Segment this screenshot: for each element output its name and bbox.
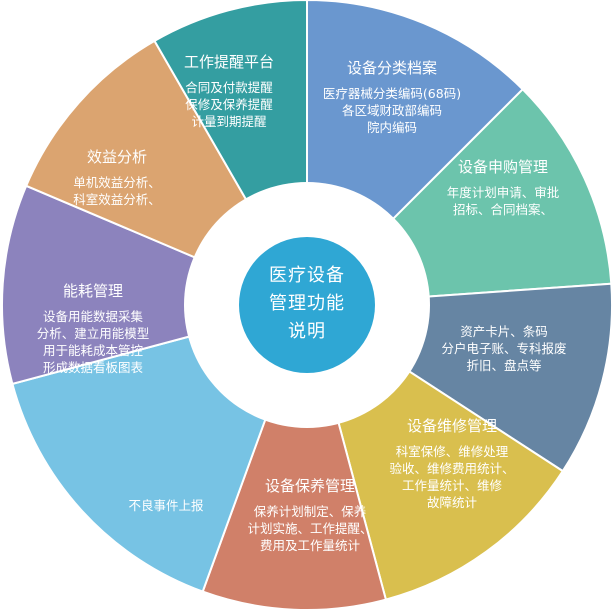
segment-9-line-3: 计量到期提醒 [191,114,267,129]
segment-5-line-2: 计划实施、工作提醒、 [247,521,372,536]
segment-4-line-3: 工作量统计、维修 [402,478,503,493]
segment-7 [1,184,311,386]
segment-1-line-1: 医疗器械分类编码(68码) [323,86,461,101]
segment-8-title: 效益分析 [87,148,147,166]
center-title-line-1: 医疗设备 [269,265,345,286]
segment-7-title: 能耗管理 [63,282,123,300]
segment-7-line-3: 用于能耗成本管控 [43,343,144,358]
center-title-line-3: 说明 [288,321,326,342]
segment-3-line-3: 折旧、盘点等 [466,358,541,373]
segment-3-line-1: 资产卡片、条码 [460,324,548,339]
segment-5-line-1: 保养计划制定、保养 [254,504,367,519]
segment-3-line-2: 分户电子账、专科报废 [441,341,566,356]
segment-4-title: 设备维修管理 [407,417,497,435]
segment-9-line-2: 保修及保养提醒 [185,97,273,112]
segment-5-title: 设备保养管理 [265,477,355,495]
segment-8-line-1: 单机效益分析、 [73,175,161,190]
segment-2-line-2: 招标、合同档案、 [453,202,553,217]
segment-8-line-2: 科室效益分析、 [73,192,161,207]
segment-7-line-2: 分析、建立用能模型 [37,326,150,341]
segment-7-line-1: 设备用能数据采集 [43,309,144,324]
segment-2-title: 设备申购管理 [458,158,548,176]
segment-6-line-1: 不良事件上报 [128,498,204,513]
segment-4-line-4: 故障统计 [427,495,477,510]
segment-4-line-2: 验收、维修费用统计、 [389,461,514,476]
segment-4-line-1: 科室保修、维修处理 [396,444,509,459]
segment-2-line-1: 年度计划申请、审批 [447,185,560,200]
segment-7-line-4: 形成数据看板图表 [43,360,144,375]
segment-1-line-2: 各区域财政部编码 [342,103,442,118]
segment-9-line-1: 合同及付款提醒 [185,80,273,95]
segment-5-line-3: 费用及工作量统计 [260,538,360,553]
center-hub [239,237,375,373]
center-title-line-2: 管理功能 [269,293,345,314]
segment-1-line-3: 院内编码 [367,120,417,135]
segment-9-title: 工作提醒平台 [184,53,274,71]
segment-1-title: 设备分类档案 [347,59,437,77]
